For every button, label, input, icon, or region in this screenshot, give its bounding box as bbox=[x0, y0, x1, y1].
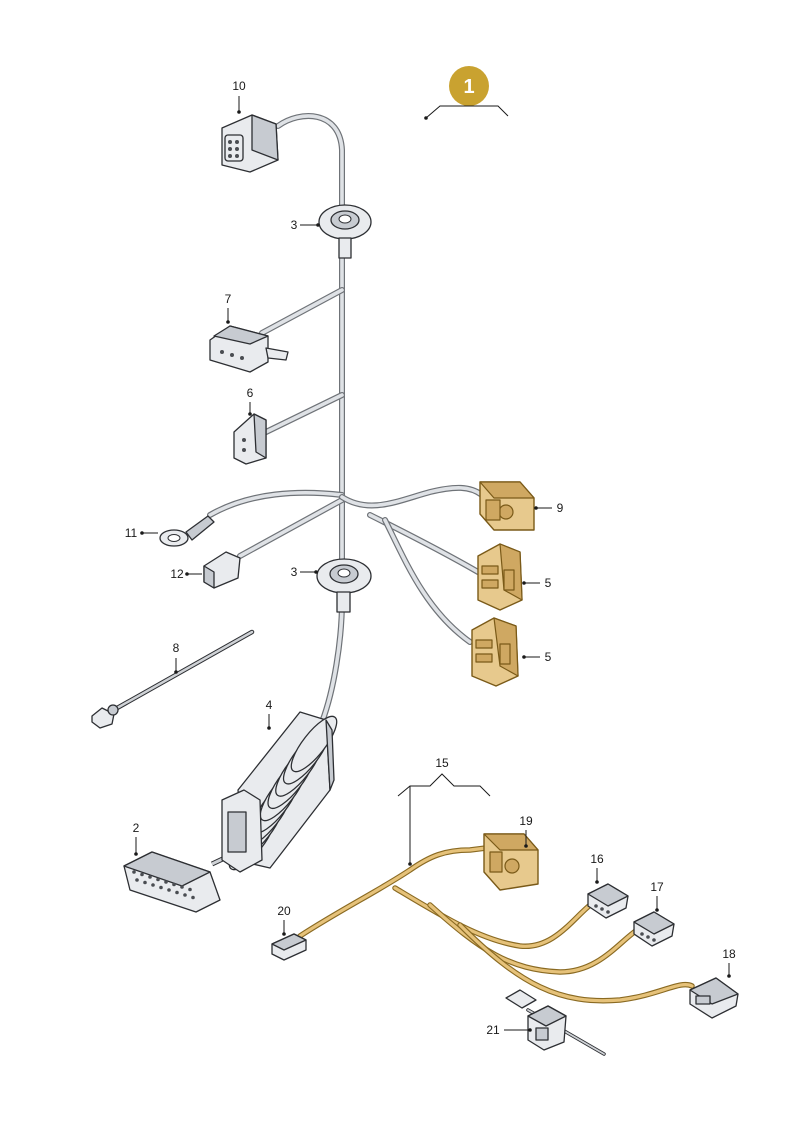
pin-hole bbox=[175, 890, 179, 895]
label-2: 2 bbox=[133, 821, 140, 835]
pin-hole bbox=[143, 880, 147, 885]
label-11: 11 bbox=[125, 526, 138, 540]
connector-2 bbox=[123, 789, 263, 913]
connector-5-upper bbox=[477, 543, 523, 611]
pin-hole bbox=[188, 887, 192, 892]
connector-5-lower bbox=[471, 617, 519, 687]
label-3-lower: 3 bbox=[291, 565, 298, 579]
cable-tie-8 bbox=[91, 629, 255, 729]
pin-hole bbox=[151, 883, 155, 887]
connector-12 bbox=[203, 551, 241, 589]
pin-hole bbox=[135, 878, 139, 882]
label-4: 4 bbox=[266, 698, 273, 712]
sleeve-ring bbox=[290, 715, 338, 773]
connector-17 bbox=[633, 911, 675, 947]
label-21: 21 bbox=[486, 1023, 500, 1037]
assembly-badge bbox=[449, 66, 489, 106]
pin-hole bbox=[172, 882, 176, 887]
label-5-lower: 5 bbox=[545, 650, 552, 664]
connector-20 bbox=[271, 933, 307, 961]
label-18: 18 bbox=[722, 947, 736, 961]
grommet-lower bbox=[316, 558, 372, 613]
pin-hole bbox=[140, 872, 144, 877]
pin-hole bbox=[159, 885, 163, 890]
label-9: 9 bbox=[557, 501, 564, 515]
pin-hole bbox=[183, 893, 187, 897]
label-1: 1 bbox=[463, 76, 474, 98]
holder-21 bbox=[505, 989, 606, 1056]
connector-19 bbox=[483, 833, 539, 891]
pin-hole bbox=[132, 870, 136, 874]
label-6: 6 bbox=[247, 386, 254, 400]
connector-9 bbox=[479, 481, 535, 531]
pin-hole bbox=[191, 895, 195, 900]
ring-terminal-11 bbox=[159, 515, 215, 547]
label-19: 19 bbox=[519, 814, 533, 828]
label-10: 10 bbox=[232, 79, 246, 93]
pin-hole bbox=[167, 888, 171, 892]
label-16: 16 bbox=[590, 852, 604, 866]
harness-15-wires bbox=[297, 845, 695, 1004]
callouts: 1 10 3 7 6 9 11 5 12 3 8 bbox=[125, 66, 736, 1037]
connector-6 bbox=[233, 413, 267, 465]
grommet-upper bbox=[318, 204, 372, 259]
label-3-upper: 3 bbox=[291, 218, 298, 232]
label-5-upper: 5 bbox=[545, 576, 552, 590]
label-7: 7 bbox=[225, 292, 232, 306]
connector-10 bbox=[221, 114, 279, 173]
pin-hole bbox=[164, 880, 168, 884]
pin-hole bbox=[180, 885, 184, 889]
connector-18 bbox=[689, 977, 739, 1019]
upper-harness-wires bbox=[207, 113, 485, 725]
label-15: 15 bbox=[435, 756, 449, 770]
label-12: 12 bbox=[170, 567, 184, 581]
connector-16 bbox=[587, 883, 629, 919]
connector-7 bbox=[209, 325, 289, 373]
label-17: 17 bbox=[650, 880, 664, 894]
label-8: 8 bbox=[173, 641, 180, 655]
label-20: 20 bbox=[277, 904, 291, 918]
pin-hole bbox=[156, 877, 160, 882]
pin-hole bbox=[148, 875, 152, 879]
